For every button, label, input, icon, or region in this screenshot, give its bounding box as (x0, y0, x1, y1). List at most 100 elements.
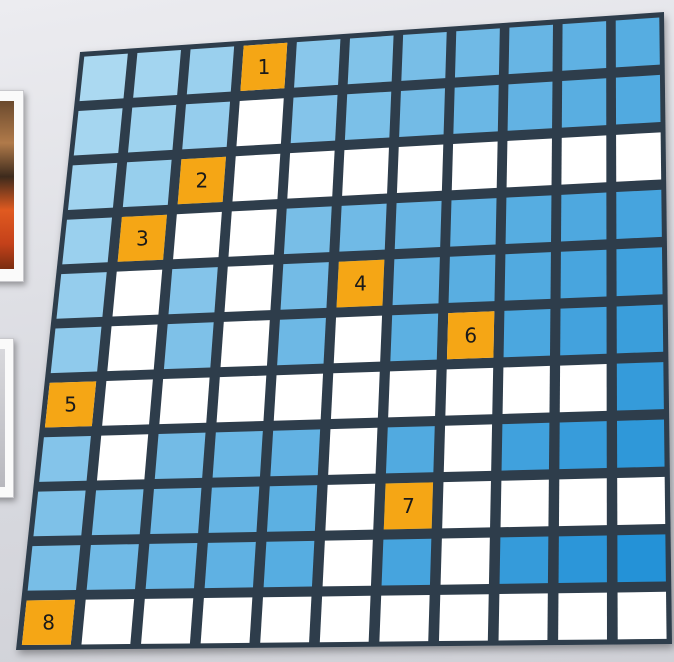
white-cell[interactable] (141, 598, 193, 644)
blocked-cell (133, 50, 181, 98)
blocked-cell (390, 313, 438, 361)
blocked-cell (56, 272, 106, 319)
white-cell[interactable] (561, 135, 606, 184)
white-cell[interactable] (97, 434, 148, 480)
white-cell[interactable] (323, 540, 373, 587)
blocked-cell (270, 429, 320, 476)
white-cell[interactable] (320, 596, 371, 642)
blocked-cell (559, 421, 606, 469)
blocked-cell (187, 46, 234, 94)
blocked-cell (561, 250, 607, 299)
white-cell[interactable] (217, 376, 267, 423)
white-cell[interactable] (260, 597, 311, 643)
white-cell[interactable] (444, 424, 492, 472)
blocked-cell (395, 201, 442, 249)
blocked-cell (399, 88, 445, 137)
clue-number: 8 (42, 610, 55, 634)
white-cell[interactable] (442, 481, 491, 528)
blocked-cell (281, 262, 329, 310)
blocked-cell (128, 105, 176, 153)
blocked-cell (617, 362, 664, 410)
blocked-cell (267, 485, 317, 532)
blocked-cell (33, 491, 85, 537)
white-cell[interactable] (325, 484, 375, 531)
blocked-cell (345, 92, 391, 140)
blocked-cell (617, 420, 665, 468)
white-cell[interactable] (501, 480, 549, 528)
white-cell[interactable] (507, 138, 552, 187)
blocked-cell (62, 217, 112, 264)
white-cell[interactable] (452, 142, 498, 191)
blocked-cell (51, 327, 102, 373)
white-cell[interactable] (107, 324, 157, 371)
white-cell[interactable] (274, 374, 323, 421)
white-cell[interactable] (388, 370, 436, 418)
white-cell[interactable] (232, 154, 280, 202)
blocked-cell (205, 542, 256, 588)
blocked-cell (291, 95, 338, 143)
blocked-cell (616, 75, 661, 125)
white-cell[interactable] (445, 368, 493, 416)
white-cell[interactable] (559, 478, 607, 526)
white-cell[interactable] (287, 151, 334, 199)
blocked-cell (616, 17, 660, 67)
white-cell[interactable] (503, 366, 550, 414)
blocked-cell (294, 39, 340, 87)
white-cell[interactable] (617, 477, 665, 525)
white-cell[interactable] (558, 593, 607, 640)
white-cell[interactable] (102, 379, 153, 425)
blocked-cell (284, 206, 332, 254)
blocked-cell (68, 163, 117, 210)
blocked-cell (560, 307, 606, 355)
clue-number: 7 (402, 494, 415, 518)
white-cell[interactable] (441, 538, 490, 585)
blocked-cell (559, 535, 607, 583)
white-cell[interactable] (342, 148, 389, 196)
blocked-cell (505, 252, 551, 300)
white-cell[interactable] (618, 592, 667, 640)
clue-number: 2 (196, 169, 209, 193)
blocked-cell (339, 204, 386, 252)
blocked-cell (617, 534, 666, 582)
blocked-cell (168, 267, 217, 314)
white-cell[interactable] (221, 320, 270, 367)
white-cell[interactable] (328, 428, 377, 475)
blocked-cell (386, 426, 435, 473)
blocked-cell (449, 255, 496, 303)
blocked-cell (123, 160, 172, 207)
clue-number: 5 (64, 392, 77, 416)
blocked-cell (164, 322, 214, 369)
blocked-cell (562, 78, 606, 127)
white-cell[interactable] (112, 270, 162, 317)
white-cell[interactable] (379, 595, 429, 642)
blocked-cell (401, 32, 446, 81)
white-cell[interactable] (499, 593, 548, 640)
white-cell[interactable] (159, 377, 209, 424)
blocked-cell (508, 82, 553, 131)
clue-number: 4 (354, 272, 367, 296)
white-cell[interactable] (560, 364, 607, 412)
white-cell[interactable] (225, 265, 274, 312)
white-cell[interactable] (397, 145, 443, 193)
blocked-cell (617, 305, 664, 354)
blocked-cell (209, 486, 260, 532)
blocked-cell (150, 488, 201, 534)
white-cell[interactable] (439, 594, 489, 641)
white-cell[interactable] (228, 209, 276, 257)
blocked-cell (39, 436, 91, 482)
blocked-cell (561, 193, 606, 242)
clue-number: 3 (136, 226, 149, 250)
white-cell[interactable] (331, 372, 380, 419)
white-cell[interactable] (81, 599, 134, 644)
blocked-cell (502, 423, 550, 471)
blocked-cell (504, 309, 551, 357)
blocked-cell (146, 543, 198, 589)
white-cell[interactable] (334, 316, 382, 364)
white-cell[interactable] (201, 597, 253, 643)
blocked-cell (506, 195, 552, 244)
blocked-cell (393, 257, 440, 305)
white-cell[interactable] (236, 98, 283, 146)
white-cell[interactable] (173, 212, 222, 259)
white-cell[interactable] (616, 132, 661, 181)
